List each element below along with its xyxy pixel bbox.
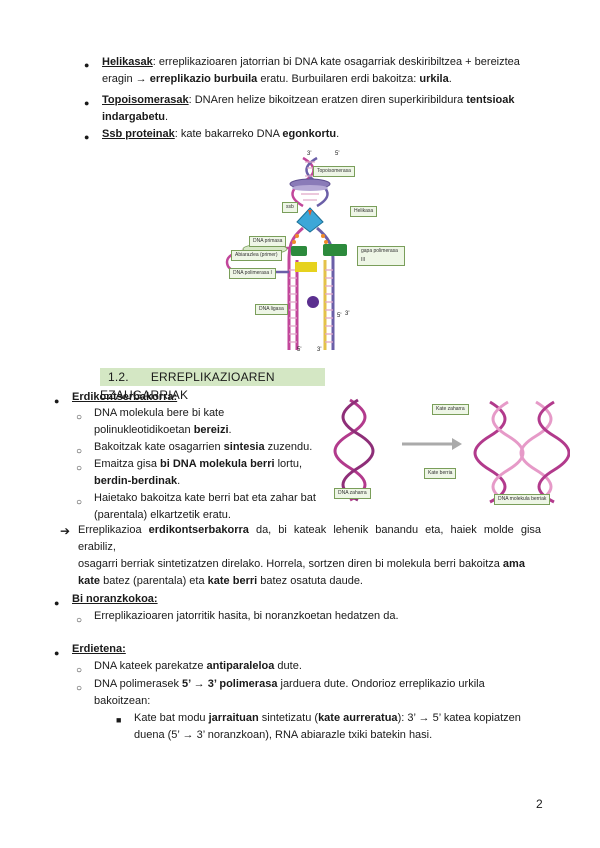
bullet-icon: ● xyxy=(84,98,90,108)
page-number: 2 xyxy=(536,797,543,811)
label-ssb: ssb xyxy=(282,202,298,213)
bullet-icon: ● xyxy=(84,60,90,70)
label-dna-molekula-berriak: DNA molekula berriak xyxy=(494,494,551,505)
erdik-item-2: Bakoitzak kate osagarrien sintesia zuzen… xyxy=(94,441,313,453)
arrow-icon: ➔ xyxy=(60,524,71,538)
circle-bullet-icon: ○ xyxy=(76,683,83,694)
circle-bullet-icon: ○ xyxy=(76,497,83,508)
circle-bullet-icon: ○ xyxy=(76,463,83,474)
circle-bullet-icon: ○ xyxy=(76,446,83,457)
bullet-icon: ● xyxy=(54,598,60,608)
heading-bi-noranzkokoa: Bi noranzkokoa: xyxy=(72,593,158,605)
list-item-topoisomerasak: Topoisomerasak: DNAren helize bikoitzean… xyxy=(102,94,515,123)
erdik-item-3: Emaitza gisa bi DNA molekula berri lortu… xyxy=(94,458,303,487)
semiconservative-figure: Kate zaharra Kate berria DNA zaharra DNA… xyxy=(330,392,571,510)
heading-erdietena: Erdietena: xyxy=(72,643,126,655)
strand-end-label: 3' xyxy=(317,347,322,353)
label-abiarazlea: Abiarazlea (primer) xyxy=(231,250,282,261)
bullet-icon: ● xyxy=(54,396,60,406)
erdik-item-1: DNA molekula bere bi kate polinukleotidi… xyxy=(94,407,232,436)
circle-bullet-icon: ○ xyxy=(76,412,83,423)
label-kate-berria: Kate berria xyxy=(424,468,457,479)
erdietena-subitem-1: Kate bat modu jarraituan sintetizatu (ka… xyxy=(134,712,521,741)
strand-end-label: 3' xyxy=(345,311,350,317)
label-helikasa: Helikasa xyxy=(350,206,378,217)
square-bullet-icon: ■ xyxy=(116,715,122,725)
label-dna-zaharra: DNA zaharra xyxy=(334,488,371,499)
bi-noranzkokoa-item: Erreplikazioaren jatorritik hasita, bi n… xyxy=(94,610,399,622)
bullet-icon: ● xyxy=(84,132,90,142)
circle-bullet-icon: ○ xyxy=(76,665,83,676)
circle-bullet-icon: ○ xyxy=(76,615,83,626)
strand-end-label: 5' xyxy=(337,313,342,319)
label-kate-zaharra: Kate zaharra xyxy=(432,404,469,415)
label-dna-primasa: DNA primasa xyxy=(249,236,287,247)
erdietena-item-1: DNA kateek parekatze antiparaleloa dute. xyxy=(94,660,302,672)
strand-end-label: 5' xyxy=(297,347,302,353)
heading-erdikontserbakorra: Erdikontserbakorra: xyxy=(72,391,178,403)
label-dna-polimerasa-i: DNA polimerasa I xyxy=(229,268,276,279)
section-heading: 1.2.ERREPLIKAZIOAREN EZAUGARRIAK xyxy=(100,368,325,402)
erdik-arrow-paragraph: Erreplikazioa erdikontserbakorra da, bi … xyxy=(78,524,542,587)
replication-fork-figure: Topoisomerasa Helikasa ssb DNA primasa A… xyxy=(205,150,405,355)
list-item-ssb: Ssb proteinak: kate bakarreko DNA egonko… xyxy=(102,128,340,140)
label-polimerasa-iii: gapa polimerasa III xyxy=(357,246,405,266)
label-topoisomerasa: Topoisomerasa xyxy=(313,166,355,177)
semiconservative-diagram xyxy=(333,398,571,504)
erdietena-item-2: DNA polimerasek 5’ → 3’ polimerasa jardu… xyxy=(94,678,485,707)
strand-end-label: 5' xyxy=(335,151,340,157)
strand-end-label: 3' xyxy=(307,151,312,157)
list-item-helikasak: Helikasak: erreplikazioaren jatorrian bi… xyxy=(102,56,520,85)
label-dna-ligasa: DNA ligasa xyxy=(255,304,288,315)
erdik-item-4: Haietako bakoitza kate berri bat eta zah… xyxy=(94,492,316,521)
bullet-icon: ● xyxy=(54,648,60,658)
